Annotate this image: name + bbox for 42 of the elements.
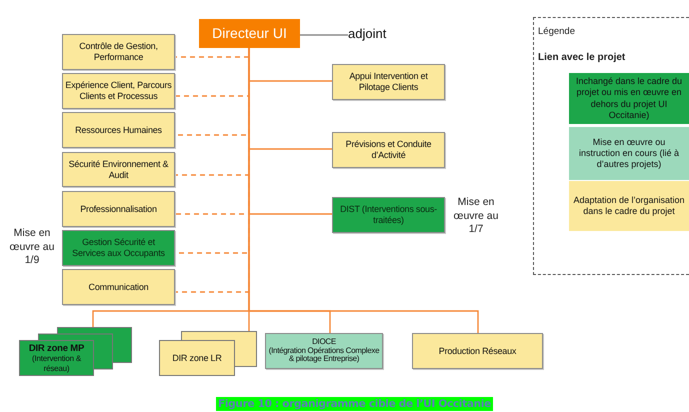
legend-swatch: Adaptation de l’organisation dans le cadre du projet bbox=[569, 181, 689, 231]
director-box bbox=[199, 19, 300, 48]
unit-box bbox=[332, 64, 445, 100]
unit-name: Prévisions et Conduite d’Activité bbox=[344, 139, 432, 161]
unit-box bbox=[62, 191, 175, 227]
unit-box bbox=[62, 269, 175, 305]
legend-title: Légende bbox=[538, 26, 575, 37]
unit-name: Sécurité Environnement & Audit bbox=[68, 158, 170, 180]
unit-box bbox=[62, 112, 175, 148]
unit-name: Appui Intervention et Pilotage Clients bbox=[348, 71, 429, 93]
legend-swatch: Mise en œuvre ou instruction en cours (lié à d’autres projets) bbox=[569, 127, 689, 180]
unit-name: DIST (Interventions sous-traitées) bbox=[339, 204, 438, 226]
unit-box bbox=[332, 197, 445, 233]
connector bbox=[300, 34, 348, 36]
unit-name: Directeur UI bbox=[212, 25, 287, 42]
unit-name: DIR zone MP bbox=[28, 342, 84, 354]
unit-name: DIOCE bbox=[312, 338, 336, 347]
unit-box bbox=[62, 230, 175, 266]
unit-name: Professionnalisation bbox=[80, 204, 157, 214]
unit-name: Production Réseaux bbox=[438, 346, 516, 356]
status-note: Mise en œuvre au 1/9 bbox=[8, 227, 56, 268]
stacked-unit-box bbox=[159, 331, 257, 376]
unit-name: Contrôle de Gestion, Performance bbox=[78, 41, 159, 63]
legend-heading: Lien avec le projet bbox=[538, 52, 626, 63]
unit-description: (Intégration Opérations Complexe & pilotage Entreprise) bbox=[268, 346, 380, 364]
status-note: Mise en œuvre au 1/7 bbox=[452, 196, 500, 237]
unit-box bbox=[332, 132, 445, 168]
unit-box bbox=[265, 333, 383, 369]
stacked-unit-box bbox=[19, 327, 132, 376]
unit-name: Expérience Client, Parcours Clients et Processus bbox=[65, 80, 172, 102]
unit-name: Communication bbox=[88, 282, 148, 292]
unit-name: adjoint bbox=[348, 26, 386, 42]
unit-box bbox=[62, 34, 175, 70]
unit-box bbox=[62, 152, 175, 187]
unit-name: Ressources Humaines bbox=[75, 124, 162, 136]
unit-name: DIR zone LR bbox=[172, 352, 222, 364]
unit-description: (Intervention & réseau) bbox=[30, 354, 82, 374]
unit-box bbox=[62, 73, 175, 109]
unit-name: Gestion Sécurité et Services aux Occupants bbox=[71, 237, 166, 259]
legend-swatch: Inchangé dans le cadre du projet ou mis en œuvre en dehors du projet UI Occitanie) bbox=[569, 73, 689, 124]
figure-caption: Figure 10 : organigramme cible de l’UI Occitanie bbox=[216, 397, 493, 411]
unit-box bbox=[412, 333, 543, 369]
